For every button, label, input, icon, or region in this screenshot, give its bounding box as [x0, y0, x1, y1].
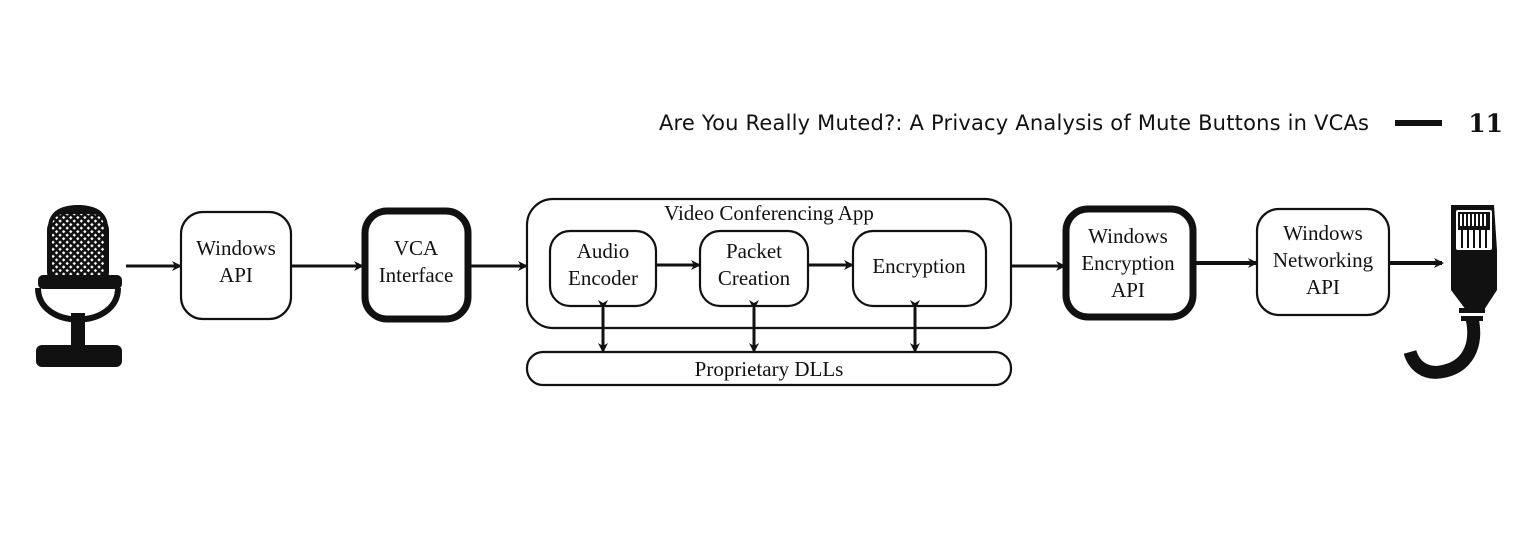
windows-networking-api-label-line2: Networking [1273, 248, 1374, 272]
vca-app-title: Video Conferencing App [664, 201, 874, 225]
page-running-title: Are You Really Muted?: A Privacy Analysi… [658, 111, 1370, 135]
windows-api-label-line2: API [219, 263, 253, 287]
proprietary-dlls-node: Proprietary DLLs [525, 350, 1013, 387]
windows-api-node: Windows API [179, 210, 293, 321]
page-header: Are You Really Muted?: A Privacy Analysi… [659, 106, 1503, 140]
windows-networking-api-label-line1: Windows [1283, 221, 1363, 245]
proprietary-dlls-label: Proprietary DLLs [695, 357, 844, 381]
microphone-icon [35, 205, 122, 367]
audio-encoder-label-line2: Encoder [568, 266, 638, 290]
windows-encryption-api-label-line3: API [1111, 278, 1145, 302]
encryption-node: Encryption [851, 229, 988, 308]
windows-networking-api-node: Windows Networking API [1255, 207, 1391, 317]
packet-creation-label-line1: Packet [726, 239, 782, 263]
audio-encoder-label-line1: Audio [577, 239, 630, 263]
windows-encryption-api-label-line1: Windows [1088, 224, 1168, 248]
windows-encryption-api-label-line2: Encryption [1081, 251, 1175, 275]
vca-interface-label-line2: Interface [379, 263, 454, 287]
packet-creation-label-line2: Creation [718, 266, 791, 290]
vca-interface-label-line1: VCA [394, 236, 439, 260]
windows-networking-api-label-line3: API [1306, 275, 1340, 299]
encryption-label: Encryption [872, 254, 966, 278]
header-divider [1395, 120, 1443, 126]
ethernet-cable-icon [1403, 205, 1497, 379]
page-number: 11 [1468, 108, 1503, 138]
windows-api-label-line1: Windows [196, 236, 276, 260]
audio-encoder-node: Audio Encoder [548, 229, 658, 308]
windows-encryption-api-node: Windows Encryption API [1062, 205, 1197, 321]
vca-interface-node: VCA Interface [361, 207, 472, 323]
packet-creation-node: Packet Creation [698, 229, 810, 308]
